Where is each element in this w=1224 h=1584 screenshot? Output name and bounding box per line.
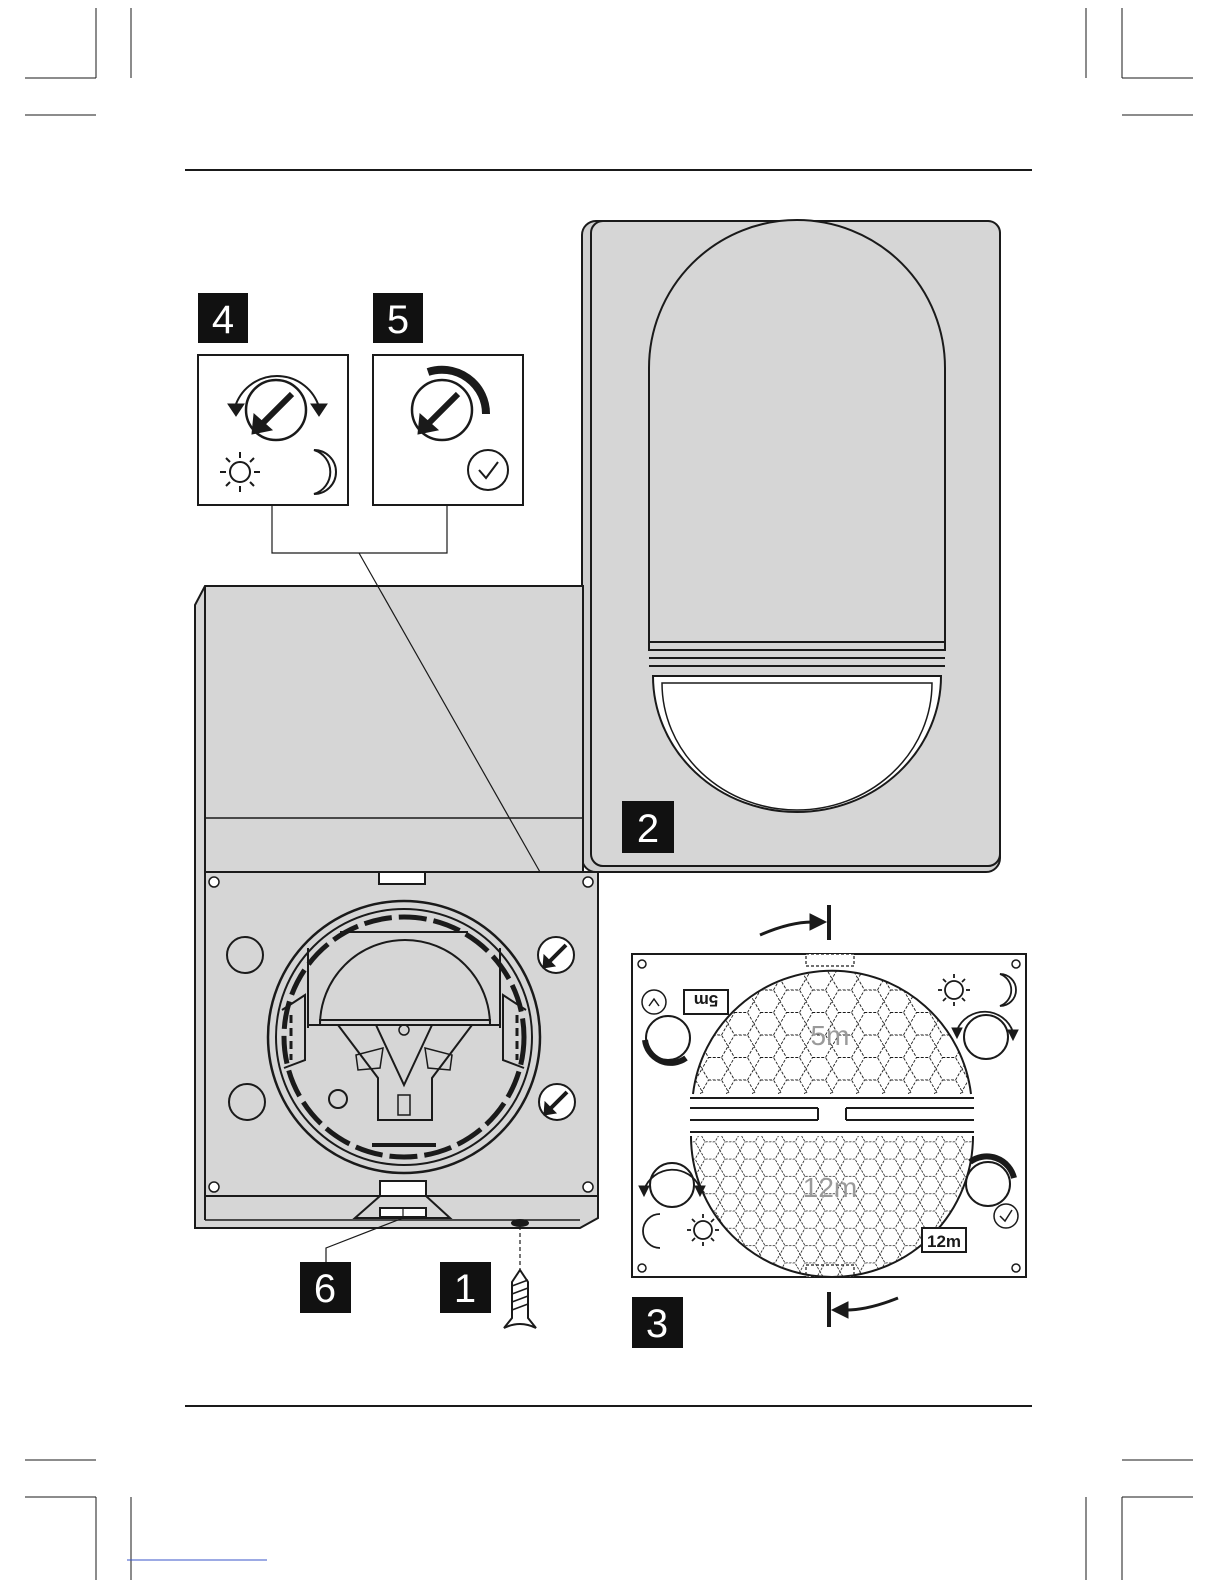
sun-icon (220, 452, 260, 492)
clock-icon (994, 1204, 1018, 1228)
range-near-label: 5m (811, 1020, 850, 1051)
svg-text:4: 4 (212, 298, 234, 342)
twilight-setting-panel (198, 355, 348, 505)
callout-4: 4 (198, 293, 248, 343)
svg-text:3: 3 (646, 1302, 668, 1346)
sensor-cover (582, 220, 1000, 872)
time-setting-panel (373, 355, 523, 505)
range-near-tag: 5m (694, 991, 719, 1010)
svg-text:1: 1 (454, 1267, 476, 1311)
detection-zone-panel (632, 954, 1026, 1278)
callout-5: 5 (373, 293, 423, 343)
base-plate (195, 586, 598, 1228)
clock-icon (468, 450, 508, 490)
callout-6: 6 (300, 1262, 351, 1313)
svg-text:5: 5 (387, 298, 409, 342)
knob-arrow-icon (538, 937, 574, 973)
callout-2: 2 (622, 801, 674, 853)
callout-1: 1 (440, 1262, 491, 1313)
svg-text:6: 6 (314, 1267, 336, 1311)
clock-icon (642, 990, 666, 1014)
range-far-tag: 12m (927, 1232, 961, 1251)
knob-arrow-icon (539, 1084, 575, 1120)
callout-3: 3 (632, 1297, 683, 1348)
screw-icon (504, 1270, 536, 1328)
range-far-label: 12m (803, 1172, 857, 1203)
svg-text:2: 2 (637, 807, 659, 851)
